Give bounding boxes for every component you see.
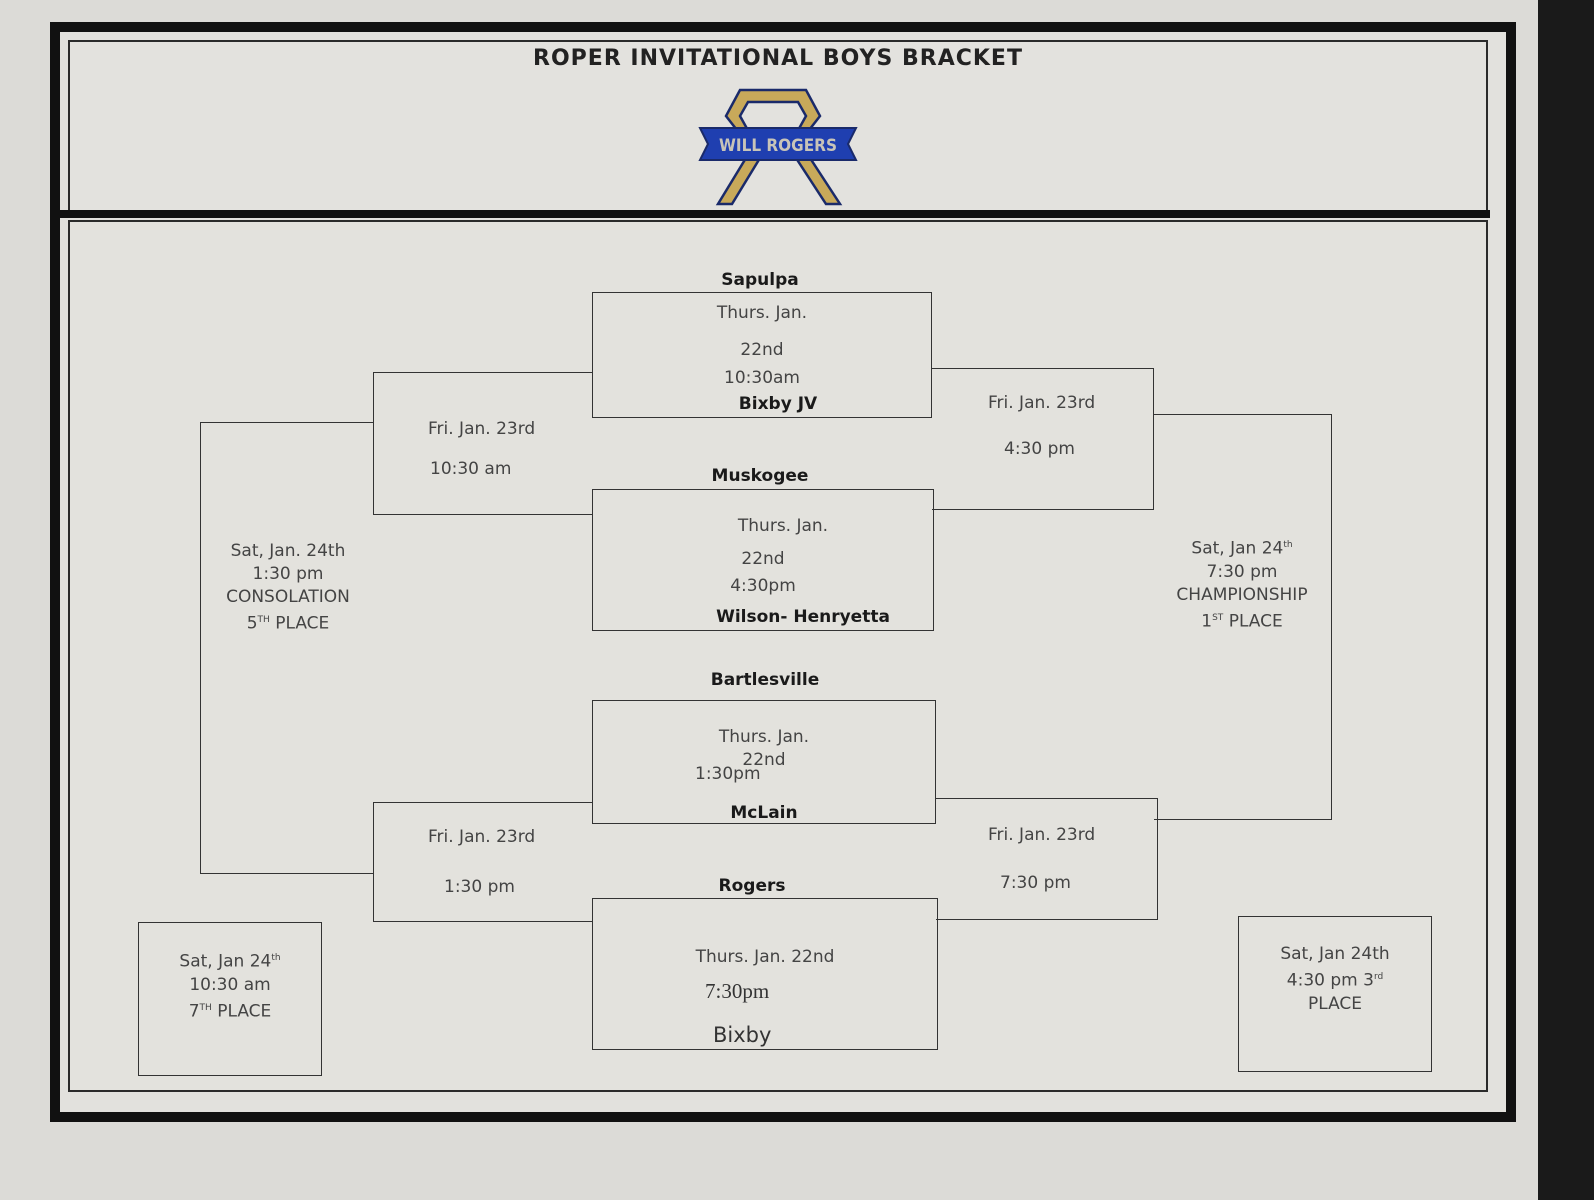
semifinal-left-bottom-time: 1:30 pm	[444, 877, 515, 897]
championship-place: 1ST PLACE	[1201, 611, 1283, 632]
semifinal-left-top-box: Fri. Jan. 23rd 10:30 am	[373, 372, 593, 515]
team-bixby: Bixby	[713, 1023, 772, 1047]
game-3-date-line1: Thurs. Jan.	[718, 727, 810, 747]
game-2-date-line1: Thurs. Jan.	[737, 516, 829, 536]
game-3-date-line2: 22nd	[742, 750, 786, 770]
semifinal-left-top-time: 10:30 am	[430, 459, 512, 479]
game-1-time: 10:30am	[724, 368, 800, 388]
semifinal-right-top-box: Fri. Jan. 23rd 4:30 pm	[932, 368, 1154, 510]
consolation-label: Sat, Jan. 24th 1:30 pm CONSOLATION 5TH P…	[200, 540, 376, 636]
consolation-title: CONSOLATION	[226, 587, 350, 607]
semifinal-right-bottom-time: 7:30 pm	[1000, 873, 1071, 893]
game-1-box: Thurs. Jan. 22nd 10:30am Bixby JV	[592, 292, 932, 418]
monitor-screen: ROPER INVITATIONAL BOYS BRACKET WILL ROG…	[0, 0, 1538, 1200]
header-rule	[60, 210, 1490, 218]
seventh-place-title: 7TH PLACE	[188, 1001, 272, 1022]
team-sapulpa: Sapulpa	[721, 270, 799, 290]
consolation-bracket-line	[200, 422, 374, 874]
seventh-place-date: Sat, Jan 24th	[179, 951, 281, 972]
semifinal-left-bottom-box: Fri. Jan. 23rd 1:30 pm	[373, 802, 593, 922]
consolation-place: 5TH PLACE	[246, 613, 330, 634]
consolation-time: 1:30 pm	[252, 564, 324, 584]
game-4-date: Thurs. Jan. 22nd	[695, 947, 835, 967]
semifinal-right-top-date: Fri. Jan. 23rd	[988, 393, 1096, 413]
bracket-body: Sapulpa Thurs. Jan. 22nd 10:30am Bixby J…	[68, 220, 1488, 1092]
third-place-box: Sat, Jan 24th 4:30 pm 3rd PLACE	[1238, 916, 1432, 1072]
seventh-place-label: Sat, Jan 24th 10:30 am 7TH PLACE	[139, 947, 321, 1023]
third-place-label: Sat, Jan 24th 4:30 pm 3rd PLACE	[1239, 943, 1431, 1016]
championship-title: CHAMPIONSHIP	[1176, 584, 1308, 605]
third-place-date: Sat, Jan 24th	[1280, 944, 1390, 964]
bracket-sheet: ROPER INVITATIONAL BOYS BRACKET WILL ROG…	[50, 22, 1516, 1122]
will-rogers-logo-icon: WILL ROGERS	[698, 88, 858, 206]
semifinal-left-bottom-date: Fri. Jan. 23rd	[428, 827, 536, 847]
game-1-date-line2: 22nd	[740, 340, 784, 360]
team-rogers: Rogers	[718, 876, 786, 896]
semifinal-right-top-time: 4:30 pm	[1004, 439, 1075, 459]
championship-label: Sat, Jan 24th 7:30 pm CHAMPIONSHIP 1ST P…	[1154, 534, 1330, 633]
bracket-title: ROPER INVITATIONAL BOYS BRACKET	[533, 46, 1023, 71]
championship-bracket-line	[1154, 414, 1332, 820]
team-bartlesville: Bartlesville	[710, 670, 820, 690]
third-place-time: 4:30 pm 3rd	[1286, 970, 1384, 991]
game-2-date-line2: 22nd	[741, 549, 785, 569]
consolation-date: Sat, Jan. 24th	[230, 541, 346, 561]
semifinal-right-bottom-box: Fri. Jan. 23rd 7:30 pm	[936, 798, 1158, 920]
game-3-time: 1:30pm	[695, 764, 761, 784]
game-4-time: 7:30pm	[705, 979, 770, 1003]
game-3-box: Thurs. Jan. 22nd 1:30pm McLain	[592, 700, 936, 824]
semifinal-left-top-date: Fri. Jan. 23rd	[428, 419, 536, 439]
team-wilson-henryetta: Wilson- Henryetta	[716, 607, 890, 627]
team-muskogee: Muskogee	[711, 466, 809, 486]
seventh-place-box: Sat, Jan 24th 10:30 am 7TH PLACE	[138, 922, 322, 1076]
logo-banner-text: WILL ROGERS	[719, 136, 837, 156]
third-place-title: PLACE	[1307, 993, 1363, 1014]
game-4-box: Thurs. Jan. 22nd 7:30pm Bixby	[592, 898, 938, 1050]
semifinal-right-bottom-date: Fri. Jan. 23rd	[988, 825, 1096, 845]
team-mclain: McLain	[730, 803, 798, 823]
championship-date: Sat, Jan 24th	[1191, 538, 1293, 559]
championship-time: 7:30 pm	[1206, 561, 1278, 582]
header-panel: ROPER INVITATIONAL BOYS BRACKET WILL ROG…	[68, 40, 1488, 214]
game-2-box: Thurs. Jan. 22nd 4:30pm Wilson- Henryett…	[592, 489, 934, 631]
game-2-time: 4:30pm	[730, 576, 796, 596]
seventh-place-time: 10:30 am	[189, 974, 271, 995]
game-1-date-line1: Thurs. Jan.	[716, 303, 808, 323]
team-bixby-jv: Bixby JV	[738, 394, 818, 414]
